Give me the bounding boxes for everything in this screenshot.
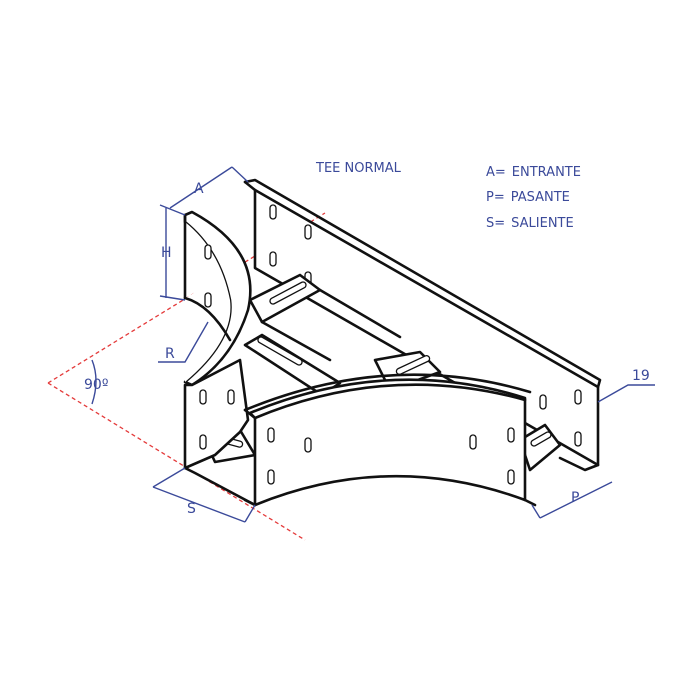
angle-label: 90º [84,377,108,393]
legend-item: A=ENTRANTE [486,165,581,180]
dimension-lines [91,166,655,523]
diagram-title: TEE NORMAL [315,161,402,176]
dimension-s-label: S [187,501,196,517]
flange-dimension-label: 19 [632,368,650,384]
outgoing-curved-panel [243,373,537,507]
legend-item: S=SALIENTE [486,216,574,231]
dimension-h-label: H [161,245,172,261]
legend: A=ENTRANTE P=PASANTE S=SALIENTE [486,165,581,231]
centerline-lower [47,382,306,541]
dimension-r-label: R [165,346,175,362]
legend-item: P=PASANTE [486,190,570,205]
dimension-p-label: P [571,490,579,506]
dimension-a-label: A [194,181,204,197]
